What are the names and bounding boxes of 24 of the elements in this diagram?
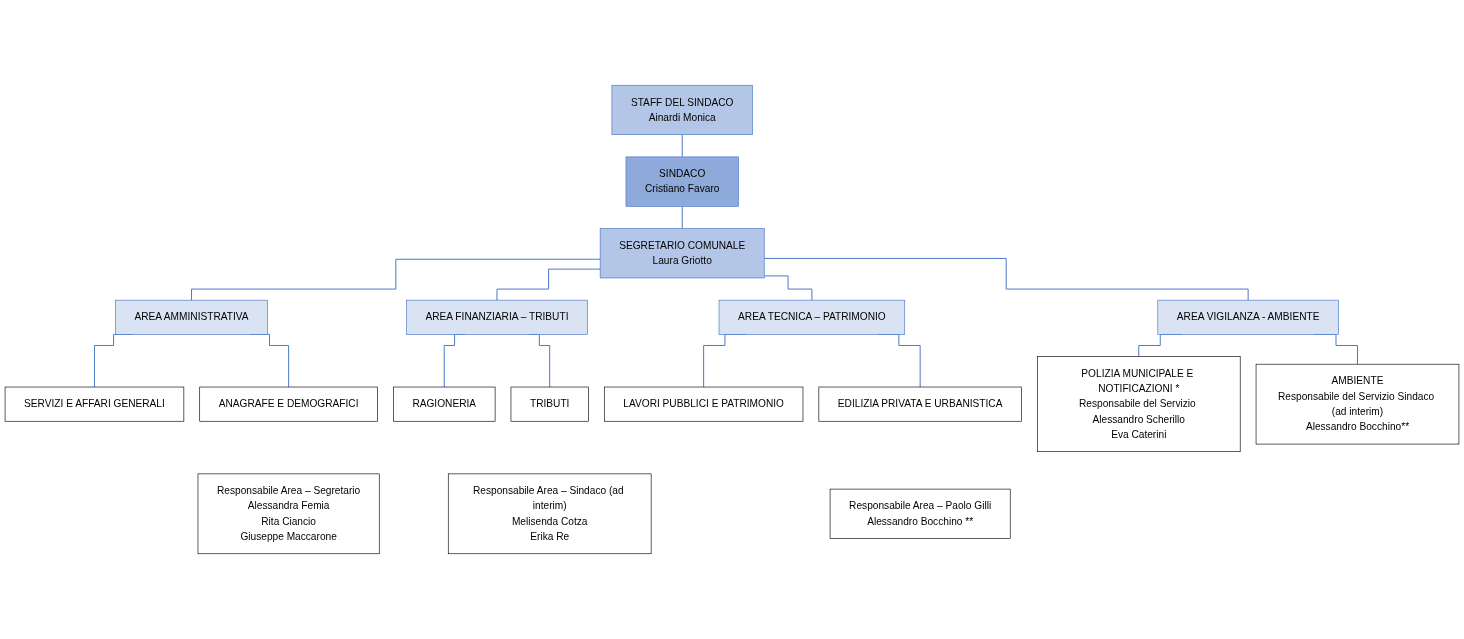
node-box: AREA TECNICA – PATRIMONIO	[718, 299, 906, 335]
node-box: SEGRETARIO COMUNALE Laura Griotto	[599, 228, 765, 279]
node-box: Responsabile Area – Segretario Alessandra Femia Rita Ciancio Giuseppe Maccarone	[197, 473, 380, 555]
node-box: AREA AMMINISTRATIVA	[115, 299, 268, 335]
connector	[681, 205, 683, 229]
node-box: POLIZIA MUNICIPALE E NOTIFICAZIONI * Responsabile del Servizio Alessandro Scherillo Eva Caterini	[1037, 356, 1241, 452]
connector	[763, 275, 813, 301]
node-box: LAVORI PUBBLICI E PATRIMONIO	[604, 386, 804, 422]
node-box: STAFF DEL SINDACO Ainardi Monica	[611, 84, 753, 135]
connector	[191, 258, 601, 301]
node-box: AMBIENTE Responsabile del Servizio Sindaco (ad interim) Alessandro Bocchino**	[1255, 363, 1460, 445]
node-box: RAGIONERIA	[393, 386, 496, 422]
node-box: SERVIZI E AFFARI GENERALI	[4, 386, 185, 422]
connector	[763, 257, 1249, 301]
node-box: AREA FINANZIARIA – TRIBUTI	[406, 299, 588, 335]
node-box: SINDACO Cristiano Favaro	[625, 156, 739, 207]
node-box: ANAGRAFE E DEMOGRAFICI	[199, 386, 378, 422]
node-box: AREA VIGILANZA - AMBIENTE	[1157, 299, 1339, 335]
connector	[681, 134, 683, 158]
node-box: Responsabile Area – Sindaco (ad interim) Melisenda Cotza Erika Re	[447, 473, 652, 555]
node-box: Responsabile Area – Paolo Gilli Alessandro Bocchino **	[829, 488, 1011, 539]
node-box: EDILIZIA PRIVATA E URBANISTICA	[818, 386, 1022, 422]
node-box: TRIBUTI	[510, 386, 589, 422]
connector	[496, 268, 601, 301]
